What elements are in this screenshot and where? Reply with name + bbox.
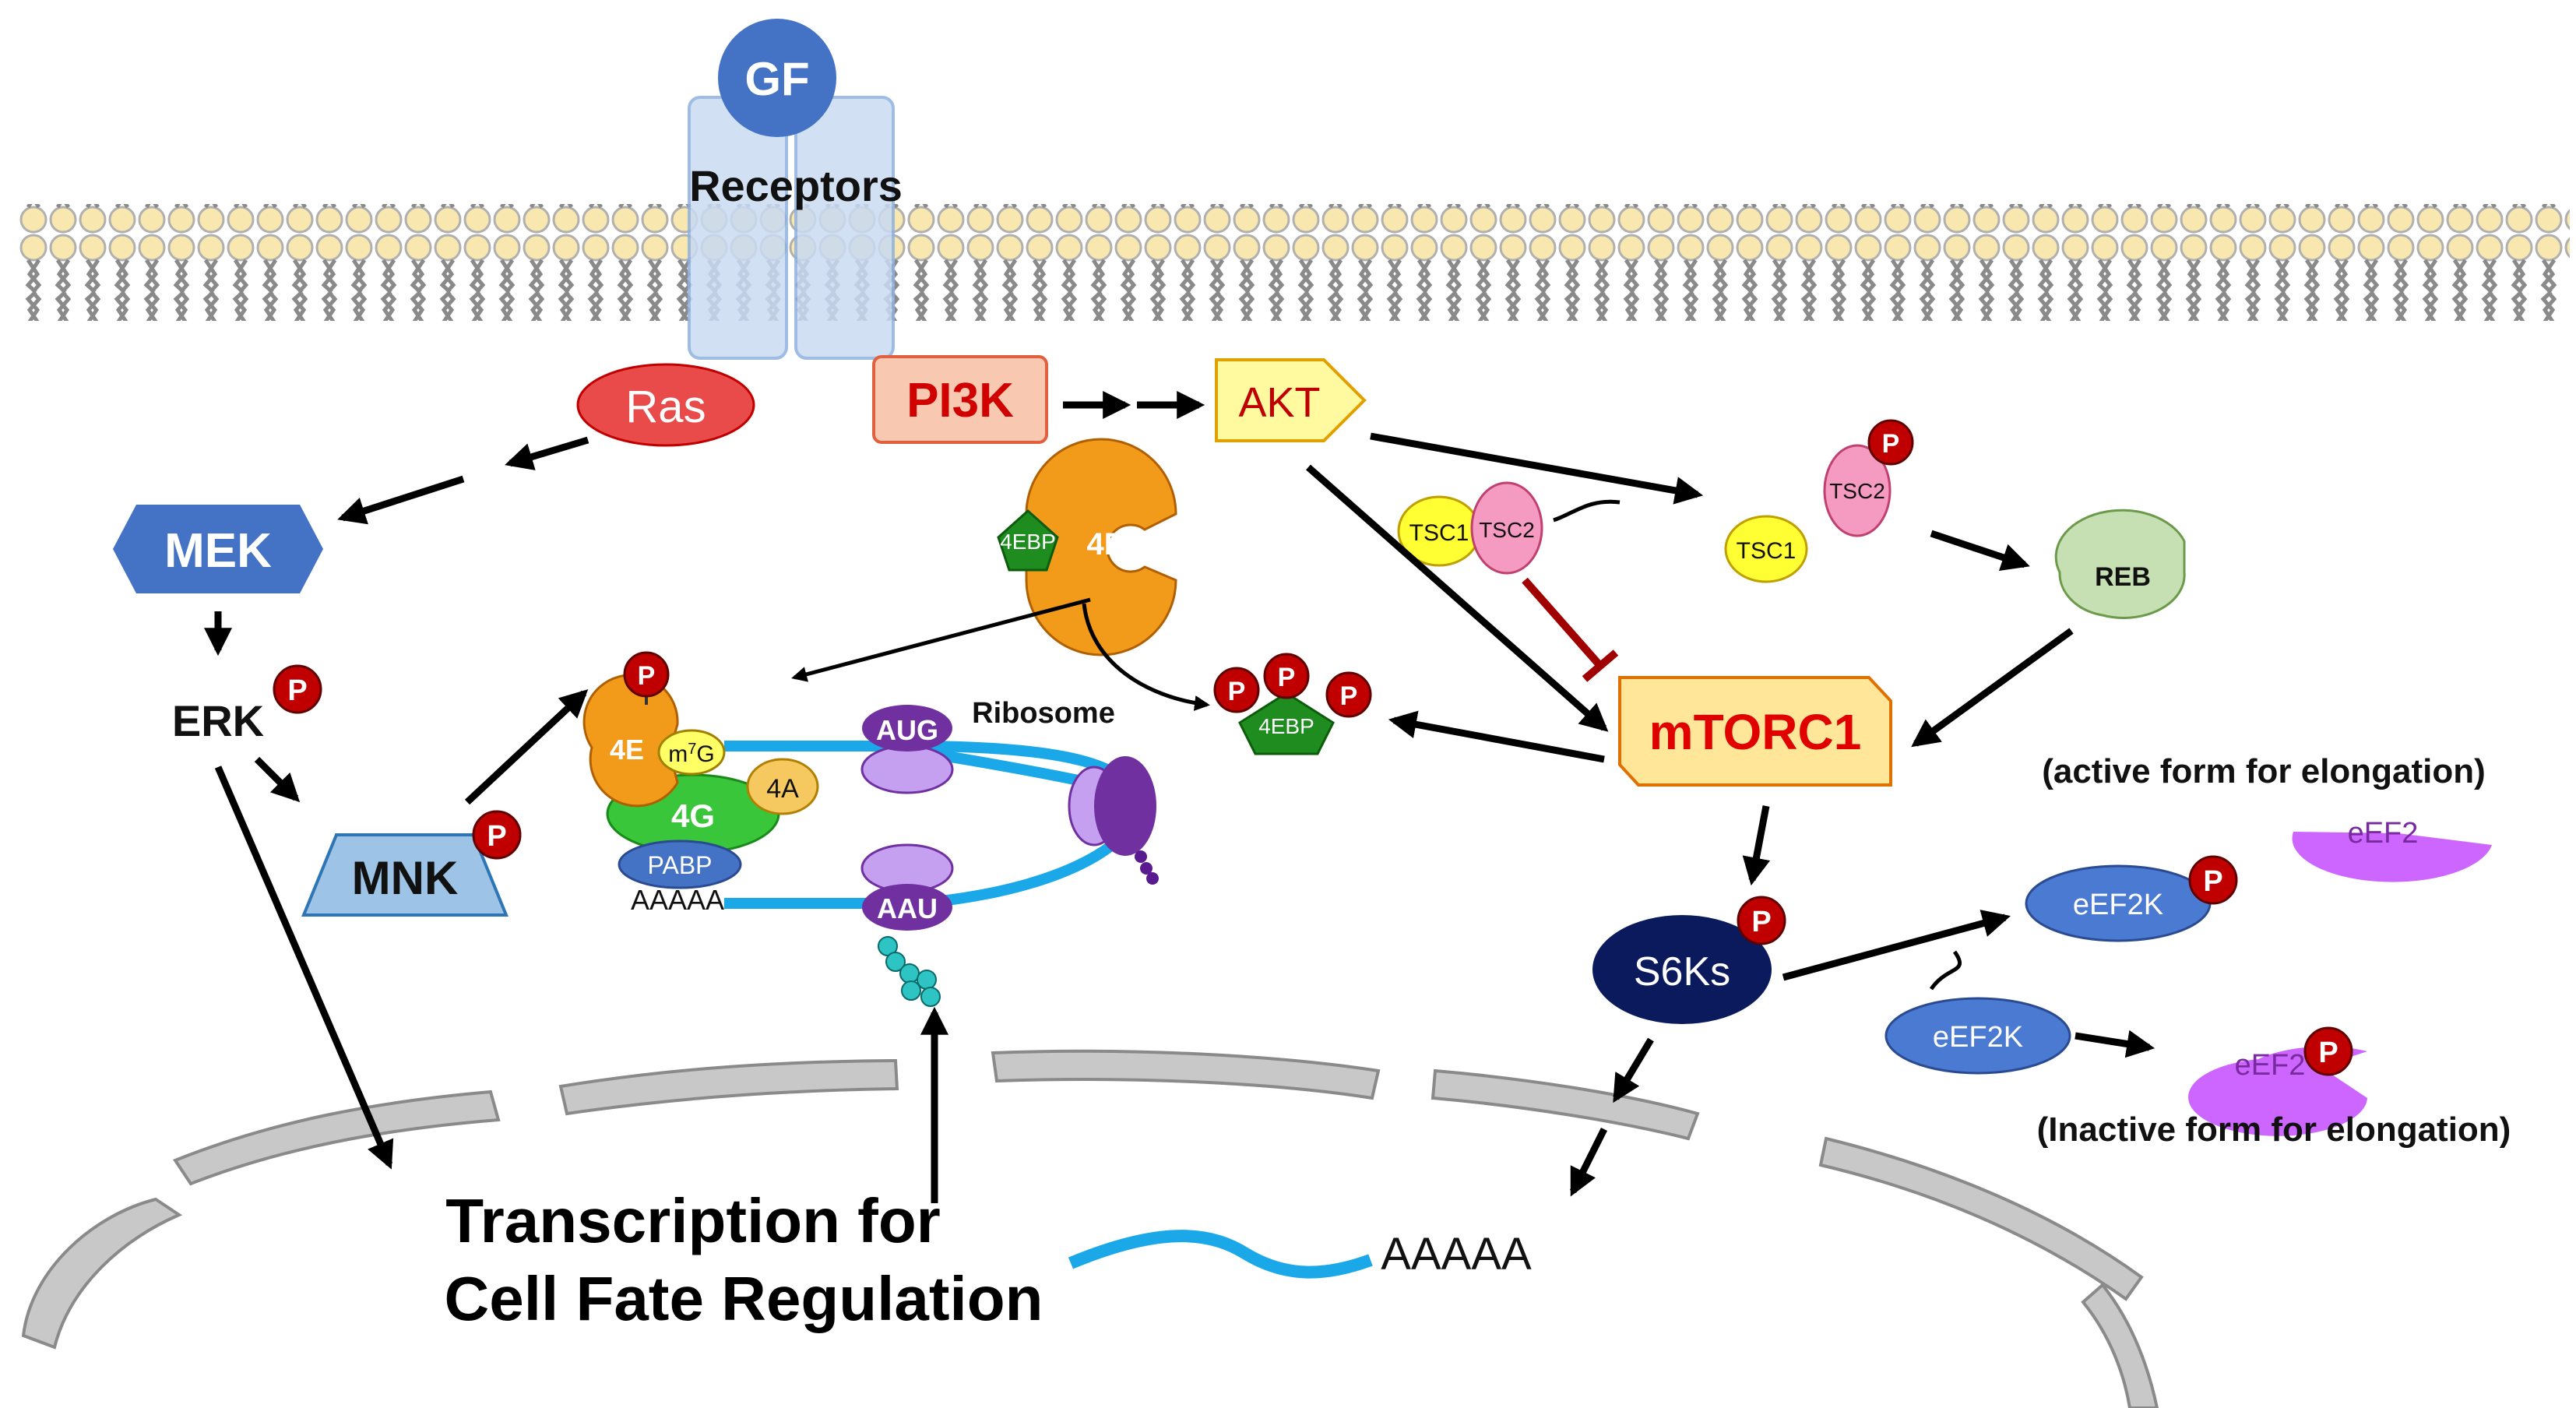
cell-membrane: [19, 204, 2570, 321]
mek-label: MEK: [164, 524, 272, 578]
tsc2-phosphorylated: TSC2 P: [1823, 419, 1914, 537]
svg-text:TSC1: TSC1: [1409, 520, 1469, 546]
svg-text:TSC2: TSC2: [1829, 479, 1885, 503]
erk-phospho: P: [273, 664, 322, 714]
arrow-ras-mek: [505, 436, 589, 470]
svg-text:P: P: [638, 661, 656, 691]
inhibition-tsc2-mtorc1: [1522, 577, 1619, 682]
mnk-label: MNK: [352, 852, 459, 904]
ras-node: Ras: [576, 363, 755, 447]
arrow-mtorc1-4ebp: [1388, 710, 1605, 763]
arrow-akt-mtorc1: [1306, 464, 1609, 732]
arrow-tsc2-reb: [1930, 530, 2030, 571]
arrow-s6ks-nucleus-1: [1613, 1037, 1654, 1104]
fourebp-label-top: 4EBP: [1000, 530, 1056, 554]
svg-text:P: P: [1882, 429, 1900, 459]
pi3k-node: PI3K: [872, 355, 1048, 444]
svg-text:eEF2K: eEF2K: [1933, 1021, 2023, 1054]
svg-text:PABP: PABP: [648, 851, 713, 879]
arrow-eef2k-eef2: [2075, 1030, 2155, 1058]
fourebp-foure-complex: 4E 4EBP: [997, 438, 1177, 656]
tsc-dissociation-curve: [1553, 499, 1621, 523]
peptide-chain: [878, 936, 941, 1007]
svg-text:4A: 4A: [766, 774, 799, 804]
gf-label: GF: [744, 53, 809, 105]
m7g-label: m7G: [668, 741, 714, 767]
svg-text:P: P: [487, 820, 506, 853]
mek-node: MEK: [113, 505, 323, 593]
ras-label: Ras: [625, 382, 706, 432]
nuclear-envelope: [21, 1049, 2159, 1408]
svg-text:4E: 4E: [610, 734, 644, 766]
arrow-s6ks-eef2k: [1782, 910, 2011, 981]
arrow-erk-nucleus: [214, 766, 394, 1170]
fourebp-phosphorylated: 4EBP P P P: [1213, 653, 1372, 755]
mnk-node: MNK: [301, 833, 509, 917]
svg-text:TSC2: TSC2: [1479, 518, 1535, 542]
mnk-phospho: P: [472, 810, 522, 860]
svg-text:AAAAA: AAAAA: [631, 884, 724, 916]
svg-text:P: P: [2203, 865, 2222, 898]
svg-text:AUG: AUG: [876, 714, 938, 746]
thin-arrows: [791, 499, 1962, 991]
svg-text:REB: REB: [2095, 562, 2151, 592]
tsc1-free: TSC1: [1724, 515, 1808, 583]
svg-text:S6Ks: S6Ks: [1634, 949, 1730, 994]
svg-text:P: P: [1751, 906, 1771, 938]
eef2-active: eEF2: [2292, 817, 2492, 882]
svg-text:AAU: AAU: [877, 892, 938, 924]
svg-text:TSC1: TSC1: [1737, 538, 1797, 564]
eef2k-activation-curve: [1929, 950, 1962, 991]
eef2k-unphosphorylated: eEF2K: [1884, 997, 2071, 1075]
svg-text:4G: 4G: [671, 797, 715, 834]
receptors-label: Receptors: [689, 161, 903, 210]
svg-text:eEF2K: eEF2K: [2073, 889, 2163, 921]
arrow-4e-release: [791, 597, 1091, 682]
arrow-mtorc1-s6ks: [1742, 805, 1771, 886]
erk-label: ERK: [172, 696, 264, 745]
gf-ligand: GF: [718, 19, 836, 137]
pi3k-label: PI3K: [906, 374, 1014, 428]
akt-node: AKT: [1215, 358, 1367, 442]
eef2-inactive: eEF2 P: [2188, 1026, 2367, 1136]
arrows: [204, 391, 2155, 1203]
transcription-label-line1: Transcription for: [445, 1186, 941, 1255]
nuclear-mrna: [1068, 1230, 1373, 1279]
active-form-label: (active form for elongation): [2042, 752, 2486, 790]
inactive-form-label: (Inactive form for elongation): [2037, 1111, 2511, 1149]
arrow-reb-mtorc1: [1911, 628, 2074, 748]
svg-text:Ribosome: Ribosome: [972, 697, 1115, 730]
arrow-ras-mek-2: [337, 475, 465, 525]
svg-text:eEF2: eEF2: [2235, 1049, 2306, 1082]
svg-text:eEF2: eEF2: [2348, 817, 2419, 850]
svg-text:P: P: [2318, 1037, 2338, 1069]
mtorc1-node: mTORC1: [1618, 676, 1892, 787]
translation-complex: 4G 4A 4E m7G P PABP AAAAA AUG Ribosome A…: [582, 651, 1159, 1007]
svg-text:P: P: [1340, 681, 1358, 711]
akt-label: AKT: [1238, 379, 1320, 426]
arrow-4ebp-release: [1082, 603, 1210, 711]
svg-text:P: P: [1278, 663, 1296, 692]
arrow-akt-tsc: [1370, 432, 1704, 505]
tsc-complex: TSC1 TSC2: [1397, 481, 1543, 575]
transcription-label-line2: Cell Fate Regulation: [445, 1264, 1043, 1333]
arrow-erk-mnk: [254, 756, 301, 803]
mtorc1-label: mTORC1: [1649, 704, 1862, 760]
svg-text:P: P: [287, 674, 307, 707]
eef2k-phosphorylated: eEF2K P: [2025, 855, 2238, 942]
arrow-mnk-4e: [464, 689, 589, 805]
nuclear-polya: AAAAA: [1381, 1229, 1532, 1280]
receptor: Receptors: [688, 96, 903, 360]
svg-text:4EBP: 4EBP: [1258, 714, 1314, 738]
foure-label-top: 4E: [1087, 527, 1125, 561]
arrow-s6ks-nucleus-2: [1569, 1127, 1608, 1197]
reb-node: REB: [2054, 509, 2186, 619]
s6ks-node: S6Ks P: [1592, 896, 1786, 1024]
svg-text:P: P: [1228, 677, 1246, 706]
